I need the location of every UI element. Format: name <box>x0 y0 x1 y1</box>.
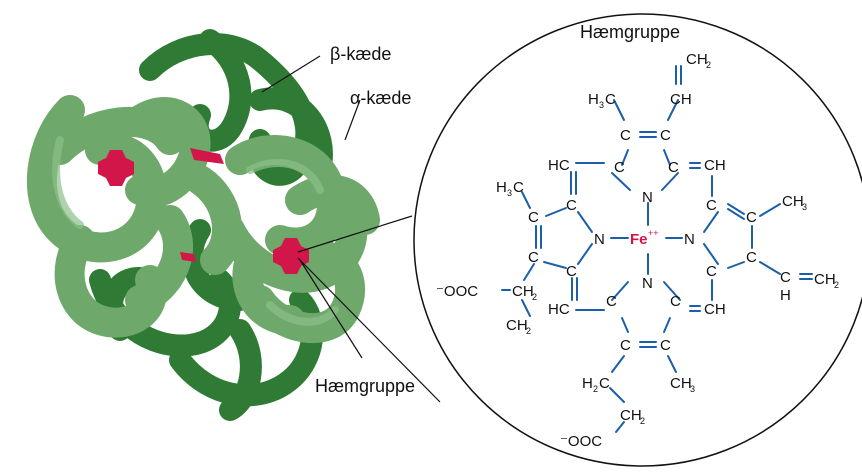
atom-hc-top: HC <box>548 157 570 174</box>
atom-c: C <box>706 263 717 280</box>
atom-ooc-bottom: ⁻OOC <box>560 433 602 450</box>
heme-marker-2 <box>190 148 224 164</box>
svg-text:2: 2 <box>640 416 645 426</box>
atom-ch3-right: CH <box>782 193 804 210</box>
atom-c: C <box>566 263 577 280</box>
svg-text:2: 2 <box>706 60 711 70</box>
atom-h3c-top: H <box>588 91 599 108</box>
atom-ch2-left: CH <box>512 283 534 300</box>
svg-text:2: 2 <box>593 384 598 394</box>
atom-c: C <box>706 197 717 214</box>
atom-c: C <box>746 249 757 266</box>
alpha-chain-coils <box>26 95 380 343</box>
atom-ch-right: CH <box>704 157 726 174</box>
atom-c: C <box>660 127 671 144</box>
atom-c: C <box>614 159 625 176</box>
atom-ch2-left-2: CH <box>506 317 528 334</box>
atom-n-bottom: N <box>642 275 653 292</box>
atom-c: C <box>528 209 539 226</box>
atom-ch-bottom: CH <box>704 301 726 318</box>
heme-bonds <box>501 65 813 433</box>
atom-c: C <box>528 249 539 266</box>
protein-structure <box>26 29 380 421</box>
atom-ch2-top: CH <box>686 51 708 68</box>
svg-text:3: 3 <box>507 188 512 198</box>
atom-ch-top: CH <box>670 91 692 108</box>
atom-ch3-bottom: CH <box>670 375 692 392</box>
heme-title: Hæmgruppe <box>580 22 680 42</box>
svg-text:++: ++ <box>648 228 659 238</box>
svg-text:2: 2 <box>532 292 537 302</box>
heme-marker-4 <box>180 252 196 262</box>
atom-c: C <box>670 293 681 310</box>
atom-n-right: N <box>684 231 695 248</box>
atom-ch2-bottom: CH <box>620 407 642 424</box>
svg-text:C: C <box>513 179 524 196</box>
svg-text:3: 3 <box>599 100 604 110</box>
atom-c: C <box>780 269 791 286</box>
atom-n-left: N <box>594 231 605 248</box>
atom-c: C <box>606 293 617 310</box>
beta-chain-label: β-kæde <box>330 44 391 64</box>
iron-atom: Fe <box>630 231 648 248</box>
leader-lines <box>261 55 441 403</box>
atom-h: H <box>780 287 791 304</box>
atom-c: C <box>620 127 631 144</box>
heme-marker-1 <box>98 150 134 186</box>
heme-marker-3 <box>273 238 309 274</box>
atom-c: C <box>660 337 671 354</box>
svg-text:C: C <box>599 375 610 392</box>
atom-h3c-left: H <box>496 179 507 196</box>
atom-c: C <box>620 337 631 354</box>
atom-n-top: N <box>642 189 653 206</box>
atom-c: C <box>566 197 577 214</box>
atom-c: C <box>746 209 757 226</box>
heme-zoom-circle <box>413 13 862 467</box>
svg-text:3: 3 <box>802 202 807 212</box>
heme-atoms: CH 2 CH H 3 C C C C C HC CH N H 3 C C C … <box>436 51 839 450</box>
svg-text:3: 3 <box>690 384 695 394</box>
svg-text:2: 2 <box>834 280 839 290</box>
atom-ch2-right: CH <box>814 271 836 288</box>
svg-text:C: C <box>605 91 616 108</box>
atom-ooc-left: ⁻OOC <box>436 283 478 300</box>
atom-hc-bottom: HC <box>548 301 570 318</box>
heme-group-label: Hæmgruppe <box>315 376 415 396</box>
alpha-chain-label: α-kæde <box>350 88 411 108</box>
svg-text:2: 2 <box>526 326 531 336</box>
heme-markers <box>98 148 309 274</box>
atom-c: C <box>668 159 679 176</box>
atom-h2c: H <box>582 375 593 392</box>
